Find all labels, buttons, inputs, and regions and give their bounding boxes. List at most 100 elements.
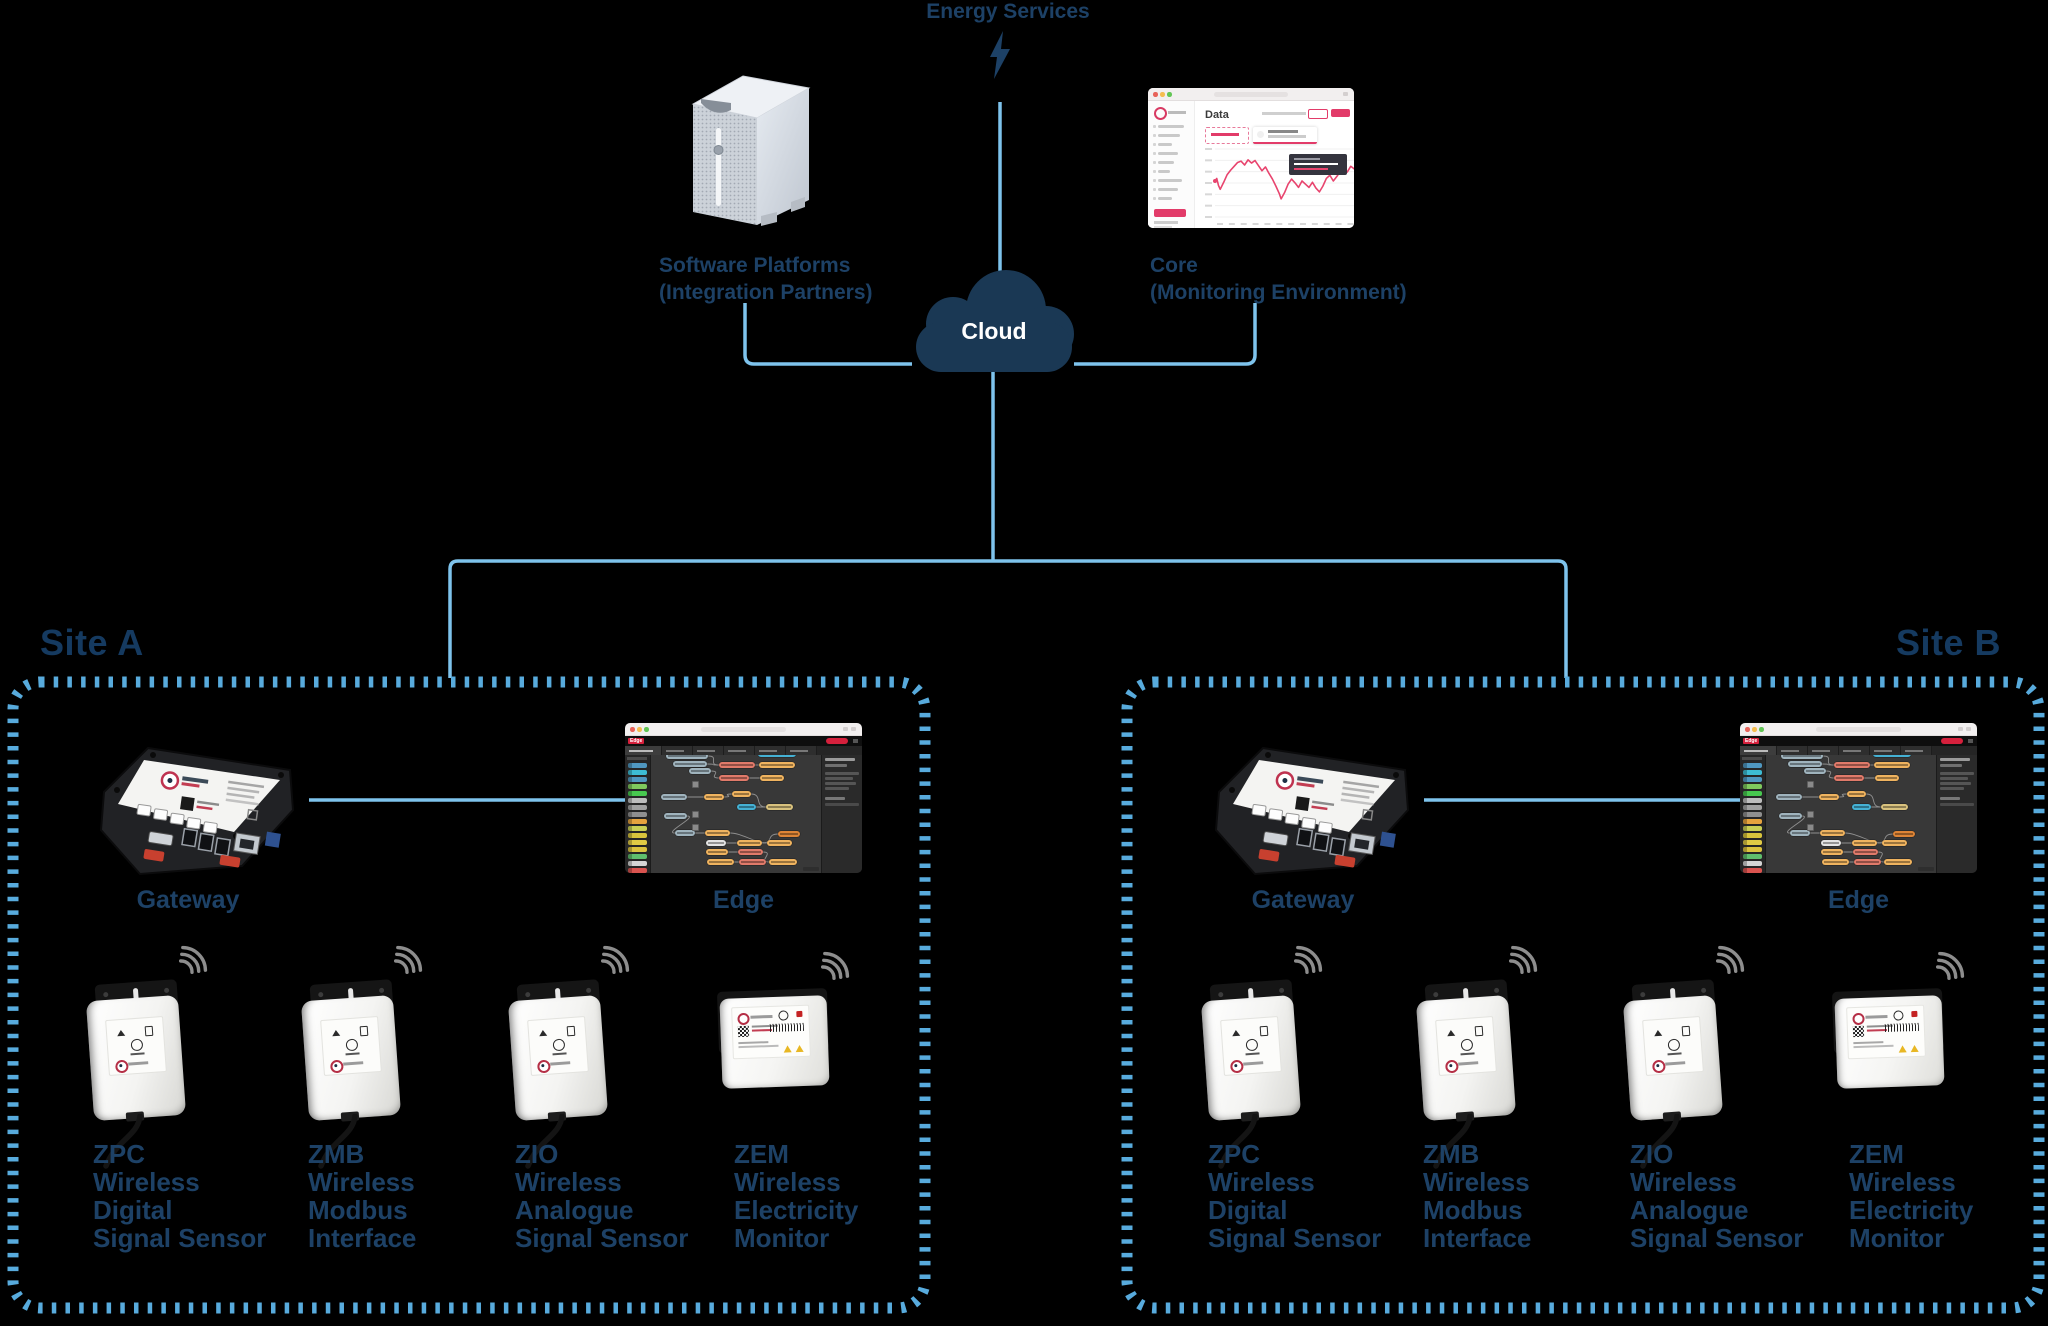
sensor-name-line: Signal Sensor bbox=[1208, 1223, 1382, 1253]
qr-code bbox=[1852, 1025, 1865, 1038]
flow-node bbox=[778, 831, 800, 837]
info-row bbox=[1940, 797, 1960, 800]
sensor-name-line: Signal Sensor bbox=[515, 1223, 689, 1253]
sensor-cable bbox=[518, 1114, 582, 1172]
barcode bbox=[1884, 1022, 1919, 1033]
gateway-label-site-b: Gateway bbox=[1251, 886, 1355, 914]
sensor-device bbox=[507, 979, 609, 1169]
label-text-bar bbox=[1853, 1041, 1884, 1045]
palette-node bbox=[628, 791, 647, 796]
sensor-name-line: Wireless bbox=[734, 1167, 841, 1197]
flow-node-label bbox=[666, 815, 685, 817]
flow-tab bbox=[755, 746, 786, 755]
core-line2: (Monitoring Environment) bbox=[1150, 281, 1407, 304]
flow-node-label bbox=[739, 806, 754, 808]
flow-node bbox=[758, 755, 796, 757]
flow-node bbox=[767, 840, 792, 846]
info-sidebar bbox=[1936, 755, 1977, 873]
wifi-signal-icon bbox=[1707, 939, 1751, 983]
sensor-name-line: Digital bbox=[93, 1195, 173, 1225]
flow-tab bbox=[1901, 746, 1932, 755]
node-palette bbox=[1740, 755, 1766, 873]
date-range-text bbox=[1262, 112, 1306, 115]
flow-tab-label bbox=[666, 749, 684, 752]
sensor-device bbox=[716, 988, 832, 1090]
palette-node-icon bbox=[628, 833, 632, 838]
flow-node-label bbox=[769, 842, 790, 844]
flow-node-label bbox=[707, 832, 728, 834]
minimize-dot bbox=[637, 727, 642, 732]
sensor-label-panel bbox=[1435, 1016, 1497, 1076]
flow-node bbox=[1875, 775, 1899, 781]
palette-node-icon bbox=[1743, 826, 1747, 831]
sensor-name-line: Wireless bbox=[1849, 1167, 1956, 1197]
screw-hole bbox=[1433, 991, 1439, 998]
info-row bbox=[825, 787, 849, 790]
flow-node bbox=[664, 813, 687, 819]
address-bar bbox=[700, 726, 787, 732]
sensor-cable bbox=[1633, 1114, 1697, 1172]
flow-node-label bbox=[1783, 755, 1821, 757]
logo-text-bar bbox=[550, 1061, 571, 1066]
menu-icon bbox=[1153, 161, 1156, 164]
flow-tab-label bbox=[1905, 749, 1923, 752]
glyph-bar bbox=[552, 1052, 567, 1056]
sensor-name-line: Signal Sensor bbox=[93, 1223, 267, 1253]
maximize-dot bbox=[1167, 92, 1172, 97]
core-dashboard-screenshot: Data bbox=[1148, 88, 1354, 228]
flow-node-label bbox=[1836, 764, 1868, 766]
flow-node bbox=[1822, 859, 1849, 865]
flow-node bbox=[1853, 849, 1878, 855]
palette-node-icon bbox=[628, 812, 632, 817]
energy-services-label: Energy Services bbox=[926, 0, 1090, 23]
glyph-ring bbox=[778, 1010, 789, 1021]
flow-node-label bbox=[691, 770, 709, 772]
core-main: Data bbox=[1195, 101, 1354, 228]
flow-node-label bbox=[677, 832, 693, 834]
glyph-ring bbox=[1245, 1038, 1259, 1052]
sensor-name-line: ZIO bbox=[1630, 1139, 1674, 1169]
flow-tab-label bbox=[1744, 749, 1768, 752]
flow-node bbox=[1790, 830, 1810, 836]
core-page-title: Data bbox=[1205, 109, 1229, 121]
flow-node bbox=[759, 762, 795, 768]
wifi-signal-icon bbox=[1285, 939, 1329, 983]
flow-tab-bar bbox=[625, 746, 862, 755]
palette-node-icon bbox=[628, 847, 632, 852]
label-text-bar bbox=[738, 1041, 769, 1045]
info-row bbox=[825, 782, 856, 785]
flow-node bbox=[769, 859, 797, 865]
flow-node bbox=[706, 840, 726, 846]
edge-screenshot-site-a: Edge bbox=[625, 723, 862, 873]
glyph-box bbox=[144, 1025, 154, 1037]
flow-node bbox=[661, 794, 687, 800]
palette-node bbox=[628, 819, 647, 824]
core-logo bbox=[1154, 107, 1167, 120]
palette-node bbox=[1743, 791, 1762, 796]
flow-tab bbox=[625, 746, 662, 755]
flow-node-label bbox=[1824, 861, 1847, 863]
flow-node-label bbox=[1855, 851, 1876, 853]
menu-icon bbox=[1153, 125, 1156, 128]
sensor-device bbox=[300, 979, 402, 1169]
flow-node bbox=[1821, 840, 1841, 846]
sensor-device bbox=[1622, 979, 1724, 1169]
link-node bbox=[692, 781, 699, 788]
browser-icon bbox=[1343, 92, 1348, 96]
menu-item bbox=[1158, 188, 1178, 191]
flow-node-label bbox=[1886, 861, 1910, 863]
palette-node bbox=[1743, 805, 1762, 810]
sensor-name-line: Modbus bbox=[308, 1195, 408, 1225]
sensor-name-line: Analogue bbox=[515, 1195, 634, 1225]
flow-node bbox=[737, 840, 762, 846]
sensor-device bbox=[1200, 979, 1302, 1169]
flow-node bbox=[719, 775, 749, 781]
glyph-triangle bbox=[538, 1029, 548, 1037]
edge-label-site-a: Edge bbox=[712, 886, 775, 914]
flow-node-label bbox=[762, 777, 782, 779]
